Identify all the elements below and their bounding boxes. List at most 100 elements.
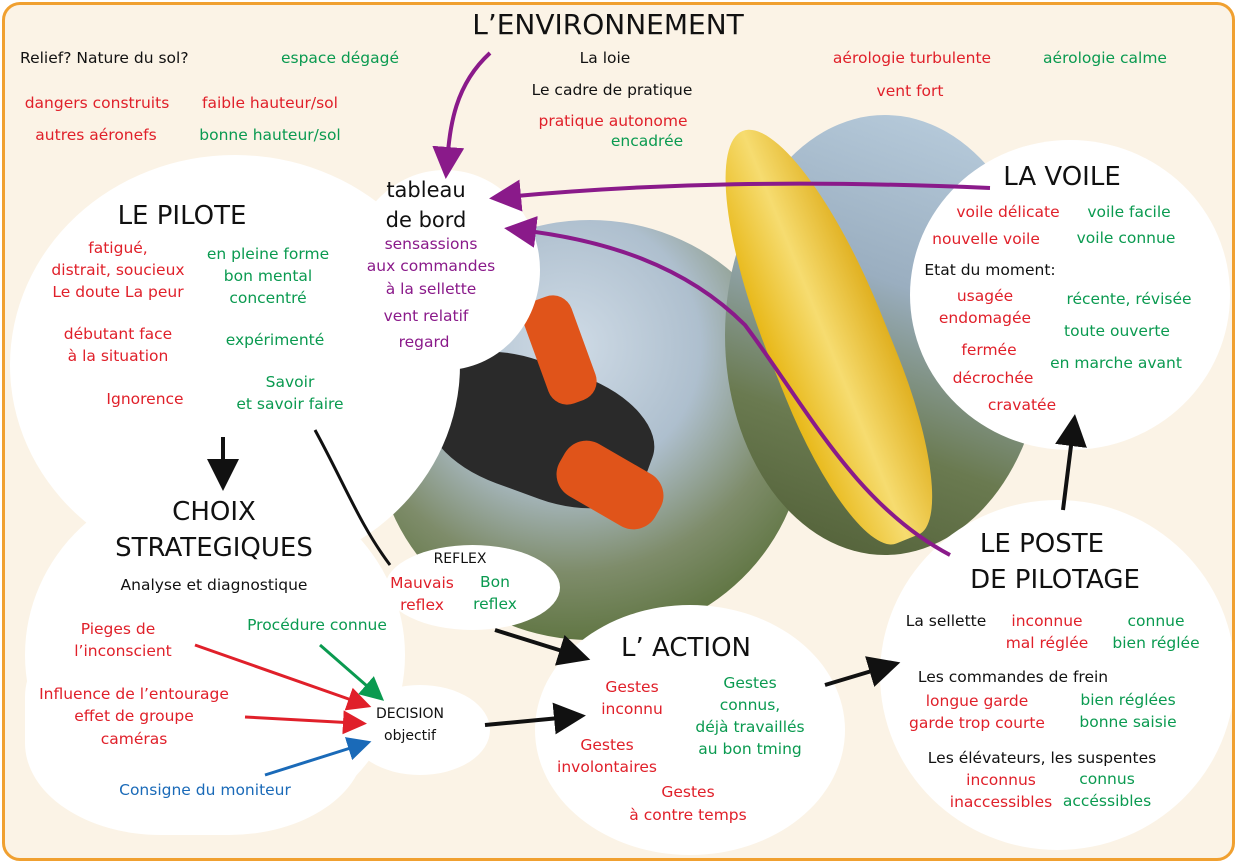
- choix-item: Pieges de: [80, 620, 156, 638]
- arrow-pieges-decision: [194, 643, 372, 711]
- reflex-item: reflex: [400, 596, 444, 614]
- arrow-voile-tableau: [489, 179, 991, 212]
- arrows-layer: [194, 51, 1087, 777]
- pilote-item: bon mental: [223, 267, 313, 285]
- env-item: vent fort: [876, 82, 944, 100]
- voile-item: voile délicate: [956, 203, 1060, 221]
- tableau-item: vent relatif: [383, 307, 469, 325]
- pilote-item: Le doute La peur: [52, 283, 184, 301]
- voile-item: voile connue: [1076, 229, 1176, 247]
- decision-label: objectif: [384, 728, 436, 744]
- poste-item: Les élévateurs, les suspentes: [927, 749, 1157, 767]
- poste-item: Les commandes de frein: [917, 668, 1109, 686]
- poste-item: bien réglées: [1080, 691, 1176, 709]
- poste-item: inaccessibles: [949, 793, 1053, 811]
- poste-title: DE PILOTAGE: [970, 565, 1140, 595]
- env-item: aérologie turbulente: [832, 49, 992, 67]
- env-item: autres aéronefs: [35, 126, 157, 144]
- reflex-item: reflex: [473, 595, 517, 613]
- tableau-title: tableau: [386, 178, 466, 202]
- pilote-title: LE PILOTE: [117, 201, 247, 231]
- choix-subtitle: Analyse et diagnostique: [120, 576, 308, 594]
- poste-item: bonne saisie: [1079, 713, 1177, 731]
- voile-item: cravatée: [987, 396, 1057, 414]
- action-item: connus,: [719, 696, 781, 714]
- decision-label: DECISION: [375, 706, 445, 722]
- voile-item: en marche avant: [1050, 354, 1182, 372]
- env-item: bonne hauteur/sol: [199, 126, 341, 144]
- pilote-item: expérimenté: [225, 331, 325, 349]
- action-title: L’ ACTION: [621, 633, 751, 663]
- env-item: dangers construits: [24, 94, 170, 112]
- arrow-poste-voile: [1055, 414, 1087, 511]
- poste-item: mal réglée: [1005, 634, 1089, 652]
- voile-item: Etat du moment:: [924, 261, 1056, 279]
- poste-item: bien réglée: [1112, 634, 1200, 652]
- choix-item: l’inconscient: [74, 642, 172, 660]
- reflex-bubble: [385, 545, 560, 630]
- voile-item: endomagée: [938, 309, 1032, 327]
- pilote-item: à la situation: [67, 347, 169, 365]
- env-item: pratique autonome: [538, 112, 688, 130]
- voile-item: nouvelle voile: [932, 230, 1040, 248]
- arrow-action-poste: [824, 656, 901, 687]
- action-item: déjà travaillés: [695, 718, 805, 736]
- env-item: encadrée: [610, 132, 684, 150]
- arrow-procedure-decision: [319, 643, 385, 701]
- pilote-item: Ignorence: [106, 390, 184, 408]
- action-item: involontaires: [557, 758, 657, 776]
- pilote-item: distrait, soucieux: [51, 261, 185, 279]
- action-item: à contre temps: [629, 806, 747, 824]
- action-item: au bon tming: [698, 740, 802, 758]
- poste-item: connus: [1079, 770, 1135, 788]
- reflex-title: REFLEX: [433, 551, 487, 567]
- env-item: La loie: [579, 49, 631, 67]
- choix-item: Procédure connue: [247, 616, 387, 634]
- tableau-item: aux commandes: [366, 257, 496, 275]
- action-item: Gestes: [661, 783, 715, 801]
- choix-title: CHOIX: [172, 497, 256, 527]
- voile-item: décrochée: [952, 369, 1034, 387]
- tableau-item: à la sellette: [385, 280, 477, 298]
- pilote-item: débutant face: [63, 325, 173, 343]
- arrow-decision-action: [484, 702, 586, 735]
- poste-item: accéssibles: [1062, 792, 1152, 810]
- tableau-item: sensassions: [384, 235, 478, 253]
- reflex-item: Bon: [480, 573, 510, 591]
- voile-item: récente, révisée: [1066, 290, 1192, 308]
- voile-item: toute ouverte: [1064, 322, 1170, 340]
- voile-item: usagée: [956, 287, 1014, 305]
- pilote-item: et savoir faire: [236, 395, 344, 413]
- poste-item: garde trop courte: [909, 714, 1045, 732]
- env-item: faible hauteur/sol: [202, 94, 338, 112]
- arrow-reflex-action: [494, 628, 591, 666]
- env-item: espace dégagé: [280, 49, 400, 67]
- reflex-item: Mauvais: [390, 574, 454, 592]
- pilote-item: Savoir: [265, 373, 315, 391]
- pilote-item: en pleine forme: [206, 245, 330, 263]
- pilote-item: fatigué,: [88, 239, 148, 257]
- curve-pilote-reflex: [313, 429, 392, 566]
- tableau-item: regard: [398, 333, 450, 351]
- env-item: Relief? Nature du sol?: [20, 49, 189, 67]
- voile-bubble: [910, 140, 1230, 450]
- voile-item: fermée: [961, 341, 1017, 359]
- choix-title: STRATEGIQUES: [115, 533, 313, 563]
- action-item: Gestes: [723, 674, 777, 692]
- choix-item: caméras: [100, 730, 168, 748]
- poste-item: longue garde: [925, 692, 1029, 710]
- poste-item: inconnus: [966, 771, 1036, 789]
- environnement-title: L’ENVIRONNEMENT: [472, 8, 744, 41]
- choix-item: Consigne du moniteur: [119, 781, 291, 799]
- tableau-title: de bord: [385, 208, 467, 232]
- poste-item: inconnue: [1011, 612, 1083, 630]
- choix-item: effet de groupe: [74, 707, 194, 725]
- poste-bubble: [880, 500, 1232, 850]
- arrow-influence-decision: [244, 710, 367, 735]
- action-item: Gestes: [580, 736, 634, 754]
- env-item: Le cadre de pratique: [531, 81, 693, 99]
- voile-item: voile facile: [1087, 203, 1171, 221]
- action-item: inconnu: [601, 700, 663, 718]
- poste-title: LE POSTE: [979, 529, 1105, 559]
